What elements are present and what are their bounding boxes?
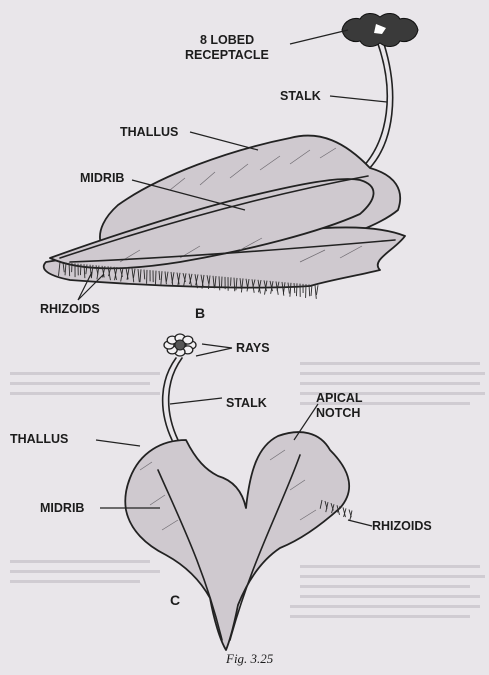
label-apical-line1: APICAL [316,391,363,405]
label-rays: RAYS [236,341,270,355]
label-stalk-b: STALK [280,89,321,103]
figure-letter-c: C [170,592,180,608]
leader-stalk-c [170,398,222,404]
leader-rays [196,344,232,356]
receptacle-icon [342,13,418,46]
stalk-c [163,358,182,440]
label-midrib-b: MIDRIB [80,171,124,185]
label-rhizoids-c: RHIZOIDS [372,519,432,533]
label-rhizoids-b: RHIZOIDS [40,302,100,316]
leader-rhizoids-c [348,520,372,526]
figure-caption: Fig. 3.25 [225,651,274,666]
label-stalk-c: STALK [226,396,267,410]
stalk-b [360,44,393,170]
rays-receptacle-icon [164,334,196,356]
leader-receptacle [290,30,348,44]
label-thallus-b: THALLUS [120,125,178,139]
label-receptacle-line2: RECEPTACLE [185,48,269,62]
label-receptacle-line1: 8 LOBED [200,33,254,47]
label-thallus-c: THALLUS [10,432,68,446]
leader-thallus-b [190,132,258,150]
leader-stalk-b [330,96,387,102]
leader-thallus-c [96,440,140,446]
label-midrib-c: MIDRIB [40,501,84,515]
figure-c-drawing [96,334,372,650]
figure-letter-b: B [195,305,205,321]
label-apical-line2: NOTCH [316,406,360,420]
